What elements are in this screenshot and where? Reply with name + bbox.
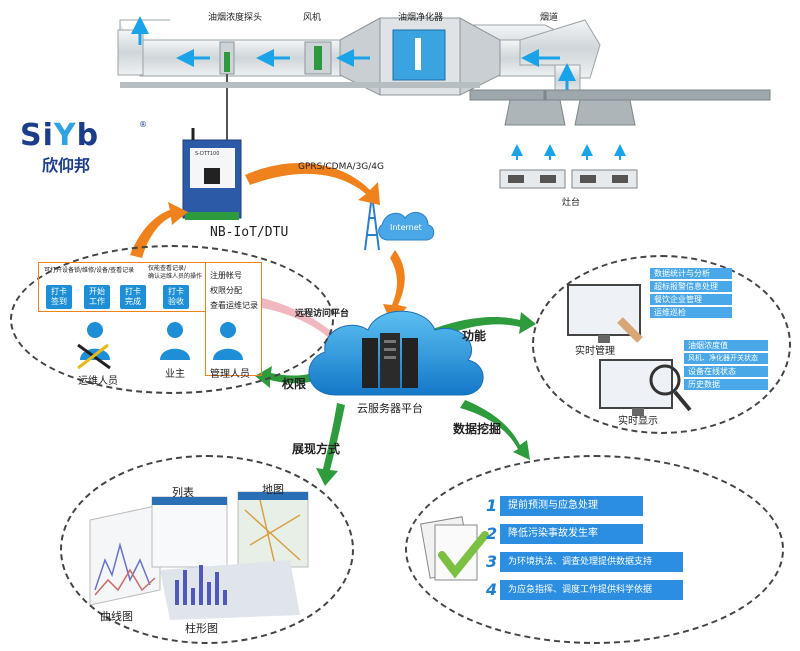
mgmt-item-inspection: 运维巡检 xyxy=(650,307,732,318)
permission-label: 权限 xyxy=(282,377,307,391)
list-label: 列表 xyxy=(172,486,194,499)
registered-mark: ® xyxy=(139,120,147,129)
green-arrows xyxy=(255,312,536,486)
benefit-num-2: 2 xyxy=(486,524,498,543)
step-clock-in: 打卡签到 xyxy=(46,285,72,309)
brand-text: 欣仰邦 xyxy=(42,156,91,175)
curve-label: 曲线图 xyxy=(100,610,133,623)
data-mining-ellipse xyxy=(405,455,784,644)
step-start-work: 开始工作 xyxy=(84,285,110,309)
fan-unit xyxy=(304,41,332,75)
display-modes-ellipse xyxy=(60,455,354,644)
stoves xyxy=(499,169,638,189)
sensor-probe xyxy=(219,41,235,140)
role-admin: 管理人员 xyxy=(210,369,250,380)
role-owner: 业主 xyxy=(165,369,185,380)
purifier-unit xyxy=(339,17,501,96)
role-operator: 运维人员 xyxy=(78,376,118,387)
owner-desc: 仅能查看记录/ 确认运维人员的操作 xyxy=(148,265,203,280)
stove-label: 灶台 xyxy=(562,198,581,208)
chimney-label: 烟道 xyxy=(540,13,559,23)
mgmt-item-alarm: 超标报警信息处理 xyxy=(650,281,732,292)
benefit-1: 提前预测与应急处理 xyxy=(500,496,643,516)
operator-desc: 可打开设备锁/维修/设备/查看记录 xyxy=(44,267,135,274)
device-screen-text: S-DTT100 xyxy=(195,151,220,157)
benefit-num-1: 1 xyxy=(486,496,498,515)
device-label: NB-IoT/DTU xyxy=(210,225,289,240)
sensor-label: 油烟浓度探头 xyxy=(208,13,263,23)
admin-box xyxy=(205,262,262,376)
display-item-switch: 风机、净化器开关状态 xyxy=(684,353,768,364)
admin-item-register: 注册帐号 xyxy=(210,271,242,280)
management-label: 实时管理 xyxy=(575,346,615,357)
ceiling-rail xyxy=(120,82,480,88)
support-beam xyxy=(469,89,771,101)
step-complete: 打卡完成 xyxy=(120,285,146,309)
logo-mark-end: b xyxy=(76,118,100,153)
benefit-num-4: 4 xyxy=(486,580,498,599)
logo-mark-accent: Y xyxy=(53,118,77,153)
admin-item-permissions: 权限分配 xyxy=(210,286,242,295)
benefit-3: 为环境执法、调查处理提供数据支持 xyxy=(500,552,683,572)
internet-label: Internet xyxy=(390,223,422,232)
benefit-2: 降低污染事故发生率 xyxy=(500,524,643,544)
map-label: 地图 xyxy=(262,483,284,496)
benefit-4: 为应急指挥、调度工作提供科学依据 xyxy=(500,580,683,600)
data-mining-label: 数据挖掘 xyxy=(453,422,502,436)
logo-mark: Si xyxy=(20,118,54,153)
orange-arrows xyxy=(130,163,407,325)
mgmt-item-enterprise: 餐饮企业管理 xyxy=(650,294,732,305)
step-accept: 打卡验收 xyxy=(163,285,189,309)
benefit-num-3: 3 xyxy=(486,552,498,571)
display-item-history: 历史数据 xyxy=(684,379,768,390)
display-item-concentration: 油烟浓度值 xyxy=(684,340,768,351)
purifier-label: 油烟净化器 xyxy=(398,13,444,23)
bar-label: 柱形图 xyxy=(185,622,218,635)
steam-arrows xyxy=(511,144,626,160)
range-hoods xyxy=(504,90,636,126)
mgmt-item-stats: 数据统计与分析 xyxy=(650,268,732,279)
cloud-label: 云服务器平台 xyxy=(357,402,423,415)
flow-arrows xyxy=(131,16,576,92)
internet-cloud xyxy=(378,211,435,241)
brand-logo: SiYb xyxy=(20,118,140,153)
remote-access-label: 远程访问平台 xyxy=(295,309,350,319)
dtu-device xyxy=(182,128,242,220)
operations-ellipse xyxy=(10,245,334,394)
display-label: 实时显示 xyxy=(618,416,658,427)
protocols-label: GPRS/CDMA/3G/4G xyxy=(298,162,385,172)
display-mode-label: 展现方式 xyxy=(292,442,341,456)
cloud-server xyxy=(308,310,484,396)
function-label: 功能 xyxy=(462,329,487,343)
admin-item-records: 查看运维记录 xyxy=(210,301,258,310)
display-item-online: 设备在线状态 xyxy=(684,366,768,377)
fan-label: 风机 xyxy=(303,13,322,23)
management-ellipse xyxy=(532,255,791,434)
